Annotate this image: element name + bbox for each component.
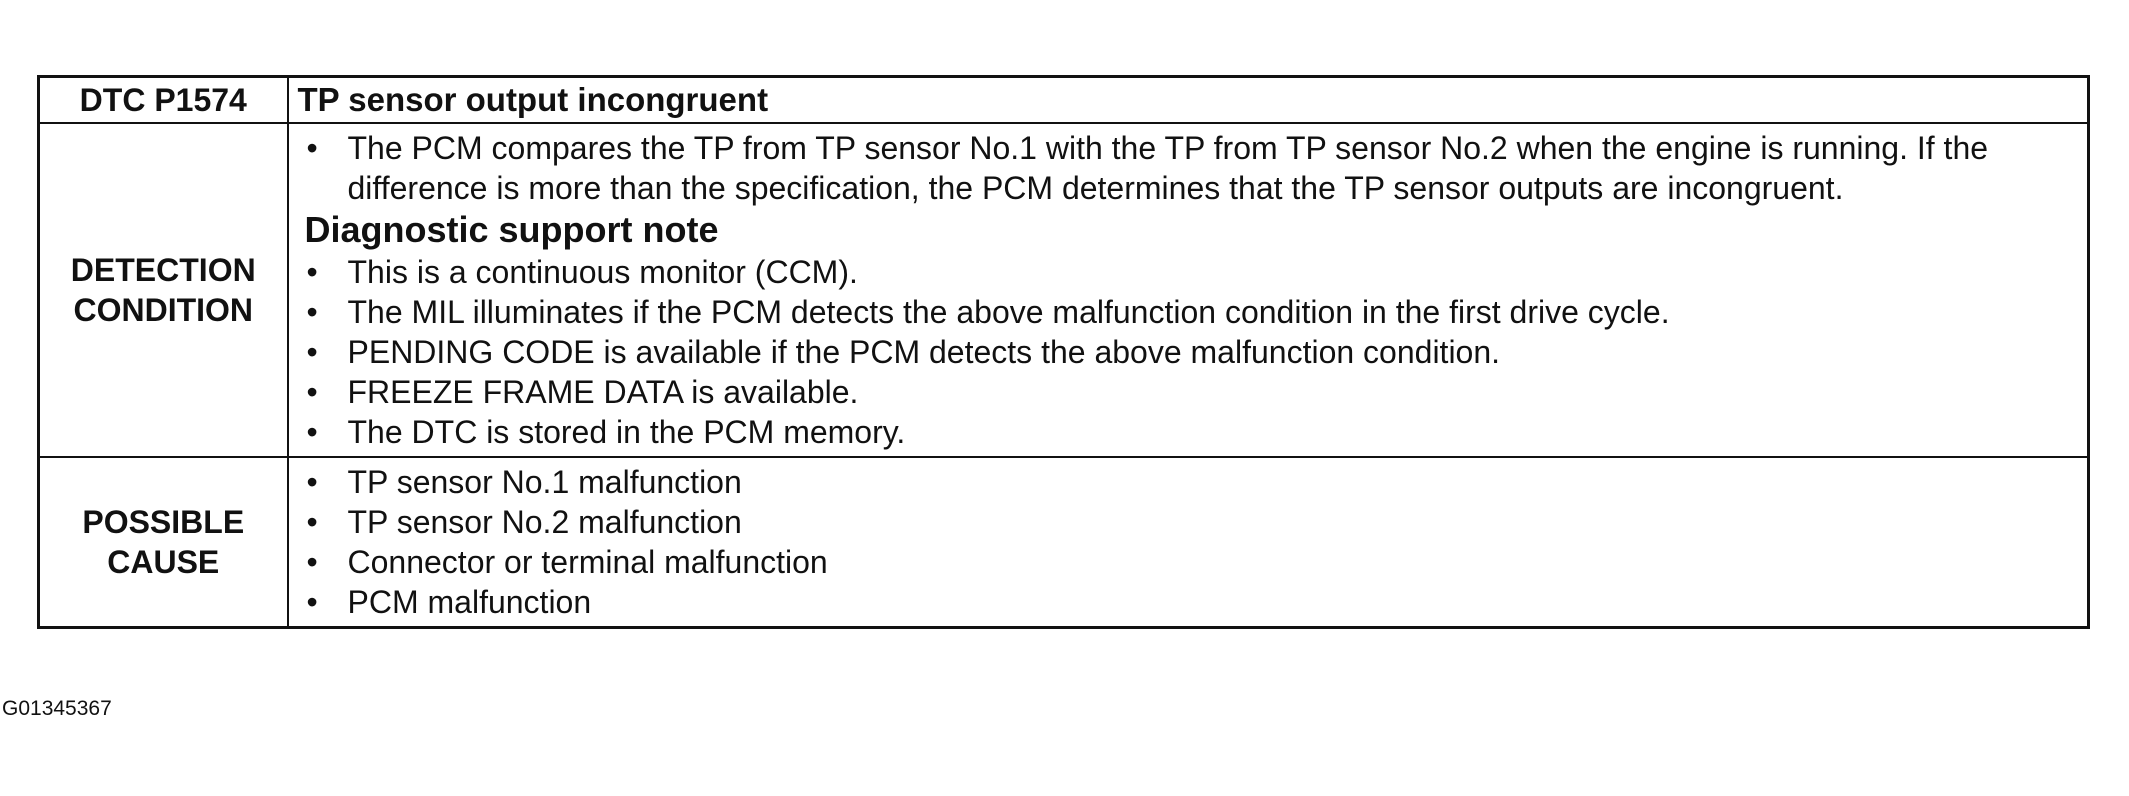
list-item: FREEZE FRAME DATA is available. bbox=[305, 372, 2078, 412]
list-item: The DTC is stored in the PCM memory. bbox=[305, 412, 2078, 452]
dtc-info-table: DTC P1574 TP sensor output incongruent D… bbox=[37, 75, 2090, 629]
diagnostic-support-note-heading: Diagnostic support note bbox=[304, 209, 719, 250]
detection-label-line1: DETECTION bbox=[70, 252, 256, 288]
possible-cause-row: POSSIBLE CAUSE TP sensor No.1 malfunctio… bbox=[37, 456, 2090, 629]
detection-condition-content: The PCM compares the TP from TP sensor N… bbox=[286, 122, 2090, 458]
header-row: DTC P1574 TP sensor output incongruent bbox=[37, 75, 2090, 124]
cause-label-line2: CAUSE bbox=[107, 544, 220, 580]
possible-cause-label: POSSIBLE CAUSE bbox=[37, 456, 289, 629]
detection-bullet-list: The PCM compares the TP from TP sensor N… bbox=[305, 128, 2078, 208]
note-bullet-list: This is a continuous monitor (CCM). The … bbox=[305, 252, 2078, 452]
detection-condition-label: DETECTION CONDITION bbox=[37, 122, 289, 458]
cause-label-line1: POSSIBLE bbox=[82, 504, 245, 540]
figure-reference-code: G01345367 bbox=[2, 697, 112, 720]
detection-label-line2: CONDITION bbox=[73, 292, 254, 328]
dtc-code: DTC P1574 bbox=[37, 75, 289, 124]
list-item: This is a continuous monitor (CCM). bbox=[305, 252, 2078, 292]
list-item: TP sensor No.2 malfunction bbox=[305, 502, 2078, 542]
list-item: Connector or terminal malfunction bbox=[305, 542, 2078, 582]
list-item: PENDING CODE is available if the PCM det… bbox=[305, 332, 2078, 372]
dtc-title: TP sensor output incongruent bbox=[286, 75, 2090, 124]
list-item: The MIL illuminates if the PCM detects t… bbox=[305, 292, 2078, 332]
list-item: PCM malfunction bbox=[305, 582, 2078, 622]
detection-condition-row: DETECTION CONDITION The PCM compares the… bbox=[37, 122, 2090, 458]
possible-cause-content: TP sensor No.1 malfunction TP sensor No.… bbox=[286, 456, 2090, 629]
list-item: TP sensor No.1 malfunction bbox=[305, 462, 2078, 502]
list-item: The PCM compares the TP from TP sensor N… bbox=[305, 128, 2078, 208]
cause-bullet-list: TP sensor No.1 malfunction TP sensor No.… bbox=[305, 462, 2078, 622]
